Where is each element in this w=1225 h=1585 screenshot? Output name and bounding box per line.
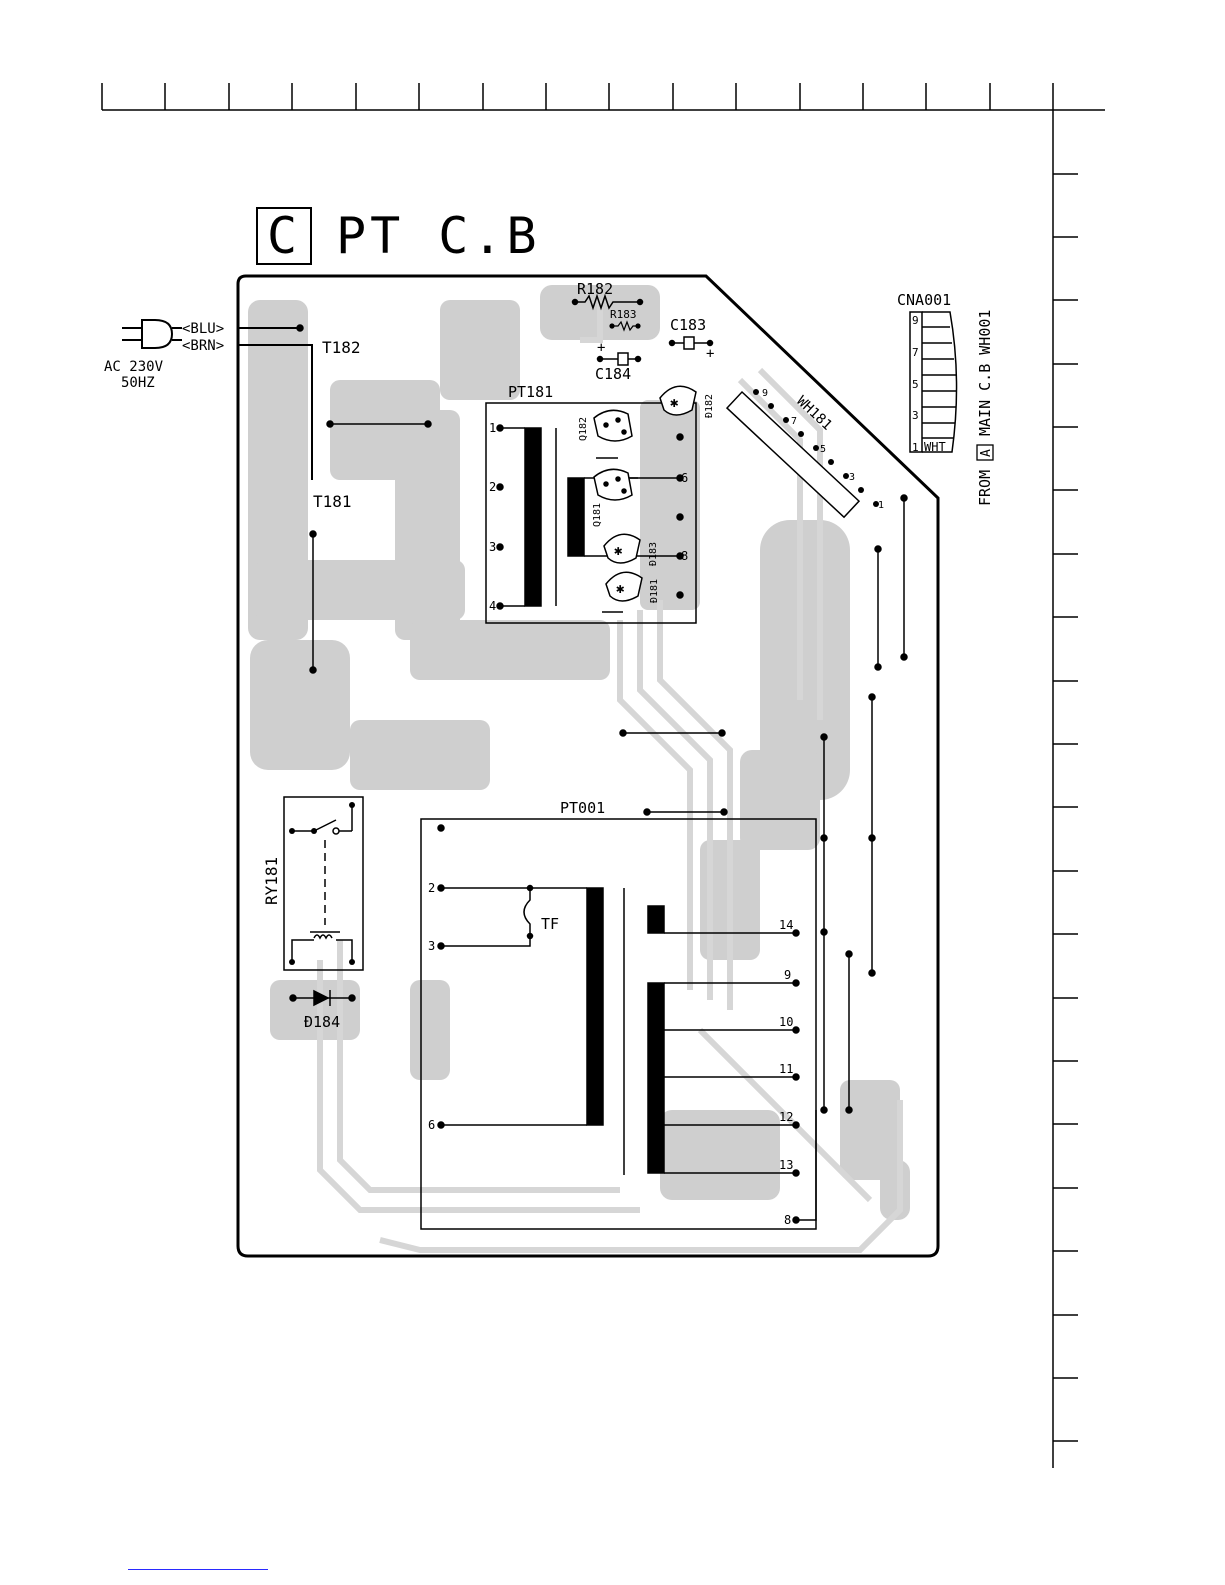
- pt181-pin3: 3: [489, 540, 496, 554]
- label-t182: T182: [322, 338, 361, 357]
- transistor-q182: [594, 410, 632, 441]
- cna001-wire-color: WHT: [924, 440, 946, 454]
- source-box-letter: A: [979, 449, 994, 457]
- cna001-pin5: 5: [912, 378, 919, 391]
- label-tf: TF: [541, 915, 559, 933]
- source-text-from: FROM: [976, 470, 994, 506]
- label-d184: Ð184: [304, 1013, 340, 1031]
- wh181-pin1: 1: [878, 500, 884, 511]
- pt181-pin1: 1: [489, 421, 496, 435]
- thermal-fuse: [524, 888, 530, 936]
- wh181-pin9: 9: [762, 388, 768, 399]
- pt001-pin10: 10: [779, 1015, 793, 1029]
- wh181-pin7: 7: [791, 416, 797, 427]
- pt001-pin6: 6: [428, 1118, 435, 1132]
- relay-ry181: [284, 797, 363, 970]
- source-text-board: MAIN C.B WH001: [976, 310, 994, 436]
- label-ry181: RY181: [262, 857, 281, 905]
- pt001-pin9: 9: [784, 968, 791, 982]
- diode-d182: ✱: [660, 386, 696, 415]
- label-r182: R182: [577, 280, 613, 298]
- pt001-pin11: 11: [779, 1062, 793, 1076]
- svg-text:✱: ✱: [616, 581, 625, 597]
- wh181-pin5: 5: [820, 444, 826, 455]
- label-d182: Ð182: [704, 394, 715, 418]
- pt001-pin8: 8: [784, 1213, 791, 1227]
- label-c184: C184: [595, 365, 631, 383]
- svg-text:✱: ✱: [614, 543, 623, 559]
- cna001-source-label: FROM A MAIN C.B WH001: [976, 310, 994, 506]
- ac-wire-blu: <BLU>: [182, 321, 224, 337]
- ac-wire-brn: <BRN>: [182, 338, 224, 354]
- c183-plus: +: [706, 346, 714, 362]
- pt001-pin2: 2: [428, 881, 435, 895]
- label-t181: T181: [313, 492, 352, 511]
- label-d183: Ð183: [648, 542, 659, 566]
- wh181-pin3: 3: [849, 472, 855, 483]
- label-r183: R183: [610, 308, 637, 321]
- diode-d181: ✱: [606, 572, 642, 601]
- pt001-pin13: 13: [779, 1158, 793, 1172]
- label-q181: Q181: [592, 503, 603, 527]
- label-d181: Ð181: [649, 579, 660, 603]
- cna001-pin7: 7: [912, 346, 919, 359]
- pt181-pin4: 4: [489, 599, 496, 613]
- c184-plus: +: [597, 340, 605, 356]
- pt001-pin14: 14: [779, 918, 793, 932]
- cna001-pin1: 1: [912, 441, 919, 454]
- right-ruler: [1053, 110, 1078, 1468]
- label-pt181: PT181: [508, 383, 553, 401]
- footer-underline: [128, 1569, 268, 1570]
- pt181-pin6: 6: [681, 471, 688, 485]
- pt181-pin2: 2: [489, 480, 496, 494]
- label-cna001: CNA001: [897, 291, 951, 309]
- pt001-pin12: 12: [779, 1110, 793, 1124]
- cna001-pin9: 9: [912, 314, 919, 327]
- ac-voltage-label: AC 230V: [104, 359, 164, 375]
- label-pt001: PT001: [560, 799, 605, 817]
- pt181-pin8: 8: [681, 549, 688, 563]
- svg-text:✱: ✱: [670, 395, 679, 411]
- ac-frequency-label: 50HZ: [121, 375, 155, 391]
- label-q182: Q182: [578, 417, 589, 441]
- pt001-pin3: 3: [428, 939, 435, 953]
- transistor-q181: [594, 469, 632, 500]
- cna001-pin3: 3: [912, 409, 919, 422]
- diode-d183: ✱: [604, 534, 640, 563]
- label-c183: C183: [670, 316, 706, 334]
- top-ruler: [102, 83, 1105, 110]
